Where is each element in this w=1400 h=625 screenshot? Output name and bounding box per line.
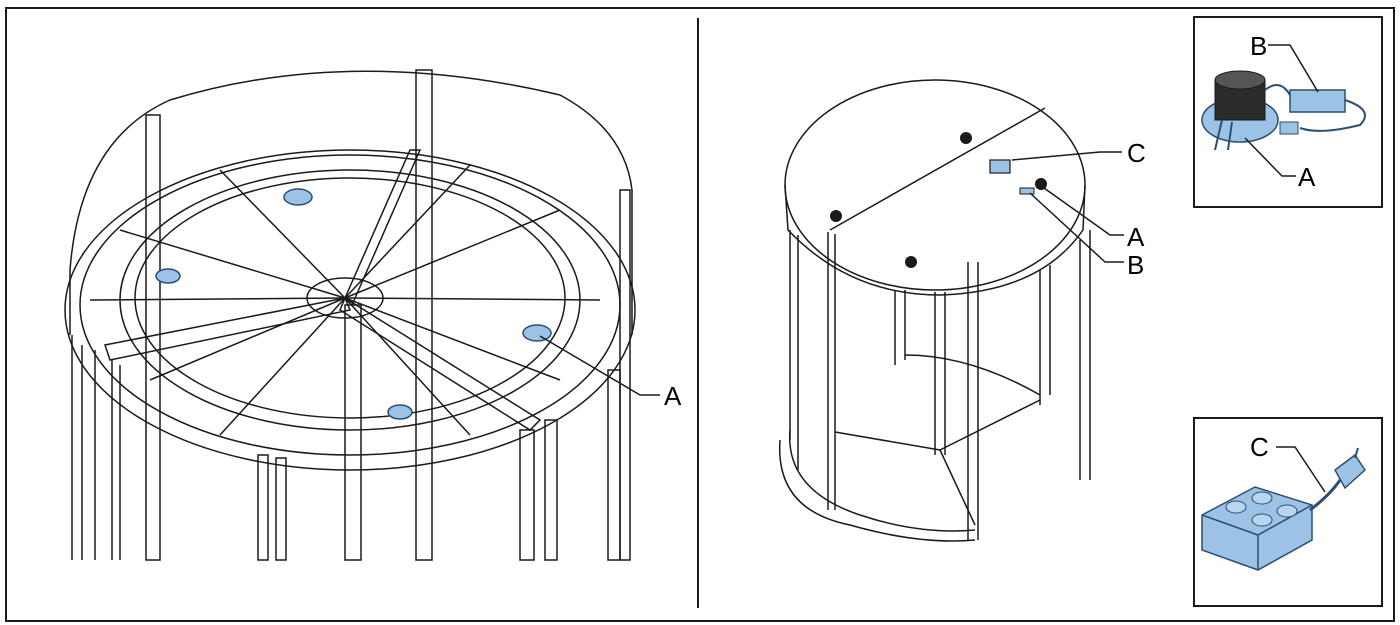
right-callouts bbox=[1011, 151, 1124, 263]
socket-icon bbox=[1251, 513, 1273, 527]
downlight-icon bbox=[1035, 178, 1047, 190]
driver-box-icon bbox=[1289, 89, 1346, 113]
inset-socket-strip bbox=[1193, 417, 1383, 607]
left-panel-revolving-door-ceiling bbox=[64, 69, 636, 561]
inset-top-label-a: A bbox=[1298, 162, 1316, 192]
plug-icon bbox=[1334, 453, 1366, 490]
socket-icon bbox=[1276, 504, 1298, 518]
callout-label-a: A bbox=[664, 381, 682, 411]
downlight-icon bbox=[830, 210, 842, 222]
downlight-icon bbox=[155, 268, 181, 284]
driver-icon bbox=[1019, 187, 1035, 195]
inset-top-label-b: B bbox=[1250, 31, 1267, 61]
downlight-icon bbox=[960, 132, 972, 144]
right-panel-components bbox=[830, 132, 1047, 268]
downlight-icon bbox=[387, 404, 413, 420]
downlight-icon bbox=[283, 188, 313, 206]
downlight-icon bbox=[905, 256, 917, 268]
callout-label-c: C bbox=[1127, 138, 1146, 168]
socket-icon bbox=[1225, 500, 1247, 514]
left-panel-downlights bbox=[155, 188, 552, 420]
socket-strip-icon bbox=[989, 159, 1011, 174]
right-panel-revolving-door-top bbox=[778, 79, 1091, 542]
outer-frame bbox=[5, 7, 1395, 622]
left-callout-a: A bbox=[539, 335, 682, 411]
heatsink-top-icon bbox=[1214, 70, 1266, 90]
socket-icon bbox=[1251, 491, 1273, 505]
plug-icon bbox=[1279, 121, 1299, 135]
inset-downlight-driver bbox=[1193, 16, 1383, 208]
downlight-icon bbox=[522, 324, 552, 342]
inset-bottom-label-c: C bbox=[1250, 432, 1269, 462]
callout-label-b: B bbox=[1127, 250, 1144, 280]
callout-label-a: A bbox=[1127, 222, 1145, 252]
